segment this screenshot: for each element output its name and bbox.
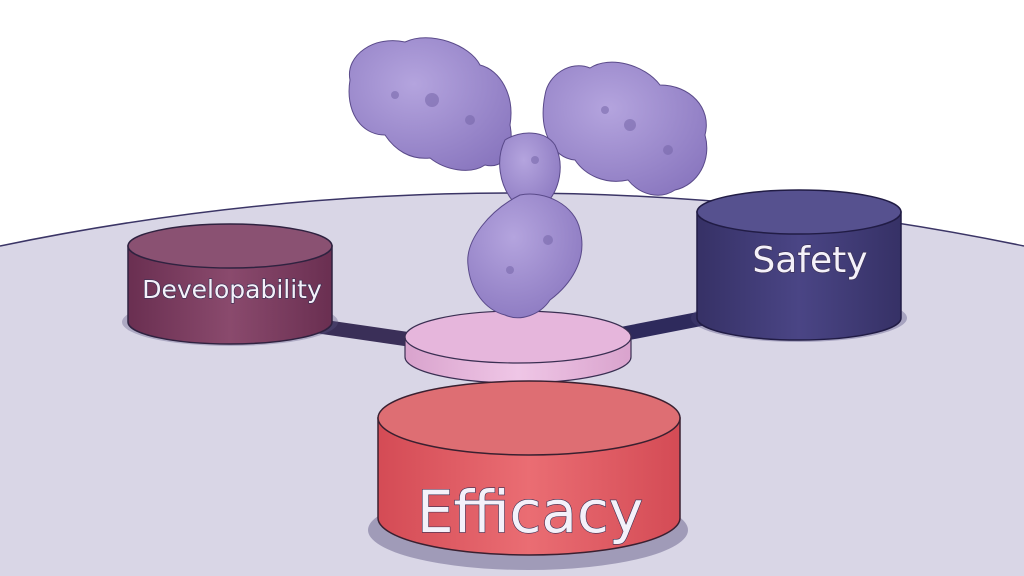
safety-label: Safety (752, 240, 867, 281)
rod-safety (605, 308, 722, 344)
antibody-texture (391, 91, 673, 274)
efficacy-label: Efficacy (417, 478, 643, 546)
safety-cylinder: Safety (691, 189, 907, 342)
center-hub (404, 310, 632, 384)
developability-label: Developability (142, 275, 322, 304)
efficacy-cylinder: Efficacy (368, 380, 688, 570)
rod-developability (308, 318, 422, 348)
developability-cylinder: Developability (122, 223, 338, 346)
